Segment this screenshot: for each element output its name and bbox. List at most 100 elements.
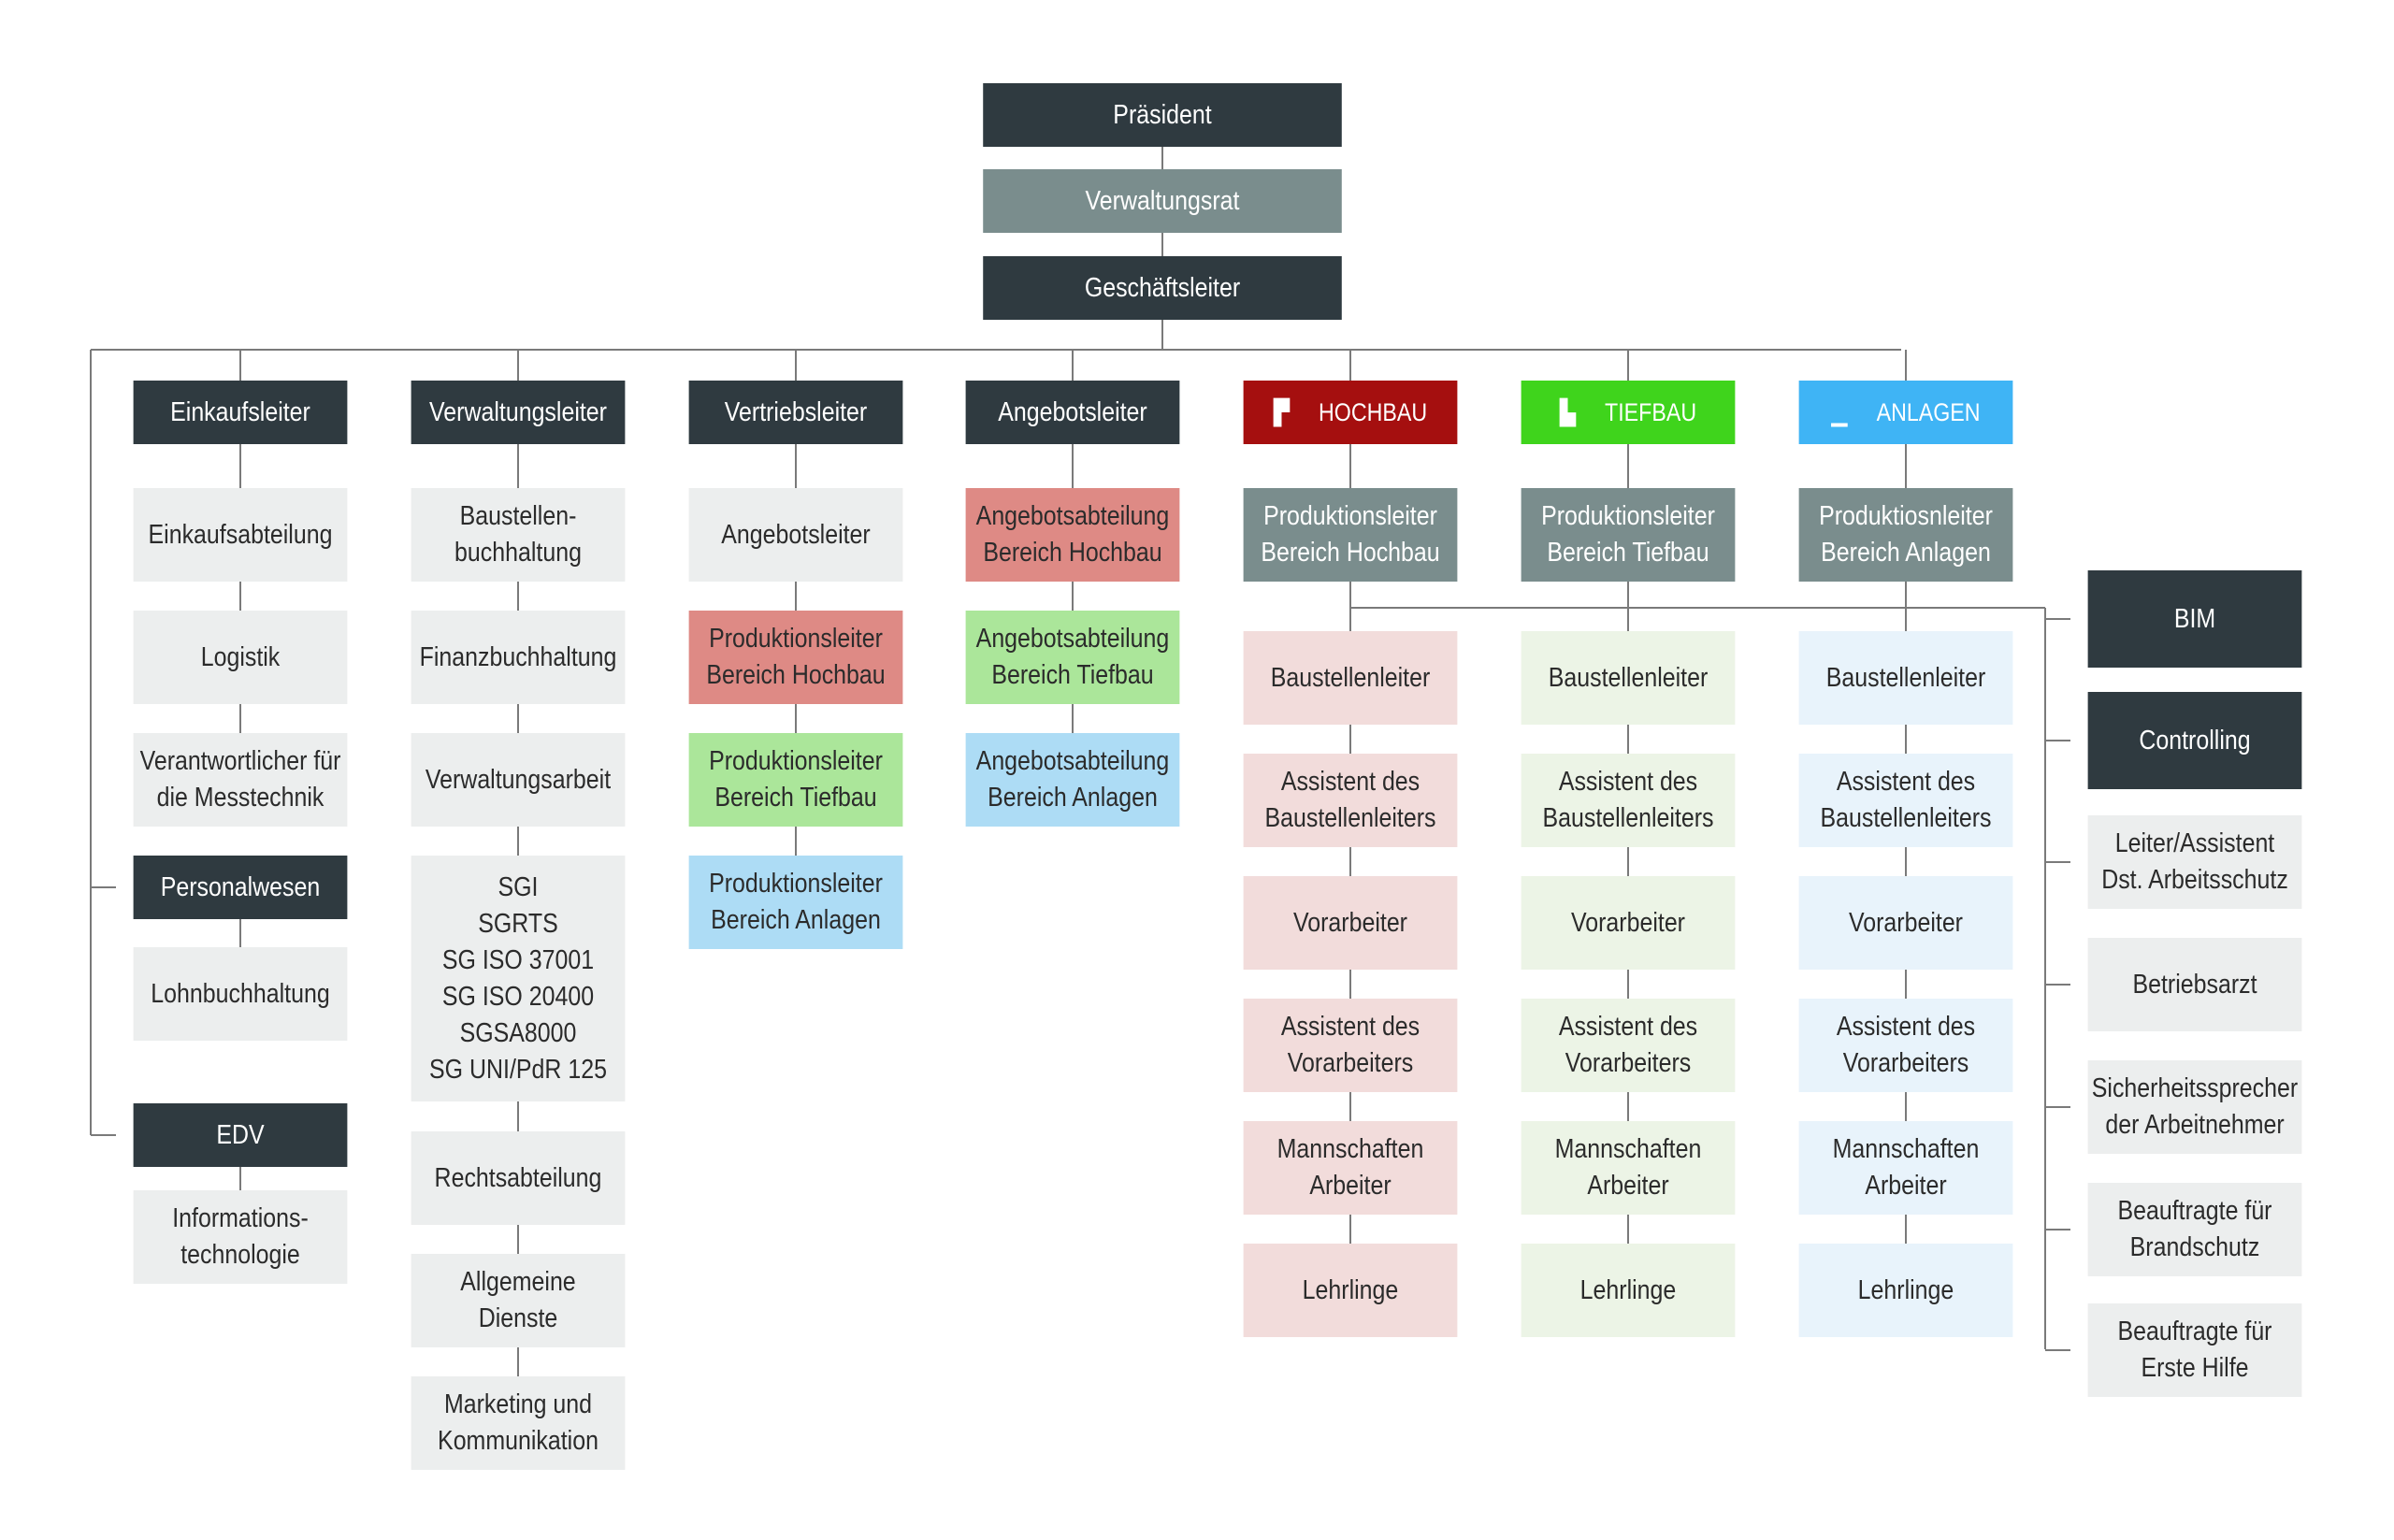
hochbau-baustellenleiter-box: Baustellenleiter bbox=[1243, 631, 1458, 725]
hochbau-baustellenleiter-box-label: Baustellenleiter bbox=[1270, 662, 1431, 693]
tiefbau-header-label: TIEFBAU bbox=[1605, 397, 1697, 426]
angebotsleiter-box-label: Angebotsleiter bbox=[998, 396, 1147, 427]
tiefbau-vorarbeiter-box: Vorarbeiter bbox=[1521, 876, 1736, 970]
verwaltungsarbeit-box-label: Verwaltungsarbeit bbox=[425, 764, 612, 795]
verantwortlicher-fuer-box-label: die Messtechnik bbox=[156, 783, 324, 813]
tiefbau-assistent-des-box-label: Assistent des bbox=[1558, 1012, 1698, 1042]
einkaufsabteilung-box-label: Einkaufsabteilung bbox=[148, 519, 333, 550]
hochbau-vorarbeiter-box-label: Vorarbeiter bbox=[1292, 907, 1407, 938]
hochbau-vorarbeiter-box: Vorarbeiter bbox=[1243, 876, 1458, 970]
anlagen-produktionsleiter-box-label: Bereich Anlagen bbox=[1821, 538, 1991, 568]
vertrieb-item-2-box-label: Produktionsleiter bbox=[709, 746, 883, 776]
anlagen-assistent-des-box-label: Baustellenleiters bbox=[1820, 803, 1992, 833]
anlagen-mannschaften-box-label: Arbeiter bbox=[1865, 1171, 1947, 1201]
vertrieb-item-1-box-label: Bereich Hochbau bbox=[706, 660, 886, 690]
hochbau-lehrlinge-box-label: Lehrlinge bbox=[1302, 1274, 1399, 1305]
tiefbau-baustellenleiter-box: Baustellenleiter bbox=[1521, 631, 1736, 725]
baustellen-box-label: buchhaltung bbox=[454, 538, 582, 568]
tiefbau-assistent-des-box-label: Baustellenleiters bbox=[1542, 803, 1714, 833]
tiefbau-baustellenleiter-box-label: Baustellenleiter bbox=[1548, 662, 1709, 693]
vertrieb-item-3-box-label: Produktionsleiter bbox=[709, 869, 883, 899]
anlagen-header: ▁ ANLAGEN bbox=[1798, 381, 2013, 444]
angebotsabteilung-2-box-label: Angebotsabteilung bbox=[975, 746, 1170, 776]
einkaufsabteilung-box: Einkaufsabteilung bbox=[133, 488, 348, 582]
beauftragte-fuer-box-label: Brandschutz bbox=[2129, 1232, 2260, 1262]
finanzbuchhaltung-box-label: Finanzbuchhaltung bbox=[419, 641, 617, 672]
anlagen-baustellenleiter-box: Baustellenleiter bbox=[1798, 631, 2013, 725]
hochbau-assistent-des-box-label: Vorarbeiters bbox=[1287, 1048, 1414, 1078]
hochbau-icon: ▛ bbox=[1273, 397, 1291, 426]
anlagen-icon: ▁ bbox=[1831, 397, 1848, 426]
leiter-assistent-box-label: Leiter/Assistent bbox=[2114, 828, 2275, 858]
sgi-box-label: SG ISO 37001 bbox=[441, 944, 595, 975]
anlagen-assistent-des-box-label: Assistent des bbox=[1836, 1012, 1976, 1042]
leiter-assistent-box-label: Dst. Arbeitsschutz bbox=[2101, 865, 2288, 895]
tiefbau-produktionsleiter-box-label: Produktionsleiter bbox=[1541, 501, 1715, 531]
vertriebsleiter-box-label: Vertriebsleiter bbox=[724, 396, 868, 427]
sgi-box-label: SG ISO 20400 bbox=[441, 981, 595, 1012]
tiefbau-icon: ▙ bbox=[1559, 397, 1577, 426]
logistik-box: Logistik bbox=[133, 611, 348, 704]
tiefbau-lehrlinge-box-label: Lehrlinge bbox=[1579, 1274, 1677, 1305]
betriebsarzt-box: Betriebsarzt bbox=[2087, 938, 2302, 1031]
baustellen-box: Baustellen-buchhaltung bbox=[411, 488, 626, 582]
tiefbau-vorarbeiter-box-label: Vorarbeiter bbox=[1570, 907, 1685, 938]
vertrieb-item-2-box-label: Bereich Tiefbau bbox=[714, 783, 877, 813]
controlling-box-label: Controlling bbox=[2139, 725, 2251, 756]
einkaufsleiter-box: Einkaufsleiter bbox=[133, 381, 348, 444]
sicherheitssprecher-box-label: Sicherheitssprecher bbox=[2091, 1073, 2299, 1103]
praesident-box: Präsident bbox=[983, 83, 1342, 147]
tiefbau-assistent-des-box-label: Assistent des bbox=[1558, 767, 1698, 797]
betriebsarzt-box-label: Betriebsarzt bbox=[2132, 969, 2257, 1000]
angebotsabteilung-0-box-label: Bereich Hochbau bbox=[983, 538, 1162, 568]
marketing-und-box-label: Kommunikation bbox=[438, 1426, 598, 1456]
hochbau-lehrlinge-box: Lehrlinge bbox=[1243, 1244, 1458, 1337]
angebotsabteilung-1-box-label: Angebotsabteilung bbox=[975, 624, 1170, 654]
hochbau-produktionsleiter-box-label: Produktionsleiter bbox=[1263, 501, 1437, 531]
controlling-box: Controlling bbox=[2087, 692, 2302, 789]
allgemeine-box-label: Allgemeine bbox=[460, 1267, 576, 1297]
sgi-box-label: SGSA8000 bbox=[459, 1017, 577, 1048]
hochbau-assistent-des-box-label: Assistent des bbox=[1280, 767, 1421, 797]
logistik-box-label: Logistik bbox=[200, 641, 281, 672]
sgi-box-label: SG UNI/PdR 125 bbox=[429, 1054, 607, 1085]
hochbau-mannschaften-box-label: Arbeiter bbox=[1309, 1171, 1392, 1201]
edv-box: EDV bbox=[133, 1103, 348, 1167]
hochbau-assistent-des-box-label: Assistent des bbox=[1280, 1012, 1421, 1042]
vertrieb-item-3-box-label: Bereich Anlagen bbox=[711, 905, 881, 935]
finanzbuchhaltung-box: Finanzbuchhaltung bbox=[411, 611, 626, 704]
vertriebsleiter-box: Vertriebsleiter bbox=[688, 381, 903, 444]
bim-box-label: BIM bbox=[2173, 603, 2216, 634]
vertrieb-item-0-box: Angebotsleiter bbox=[688, 488, 903, 582]
anlagen-vorarbeiter-box: Vorarbeiter bbox=[1798, 876, 2013, 970]
anlagen-header-label: ANLAGEN bbox=[1876, 397, 1981, 426]
bim-box: BIM bbox=[2087, 570, 2302, 668]
verwaltungsleiter-box: Verwaltungsleiter bbox=[411, 381, 626, 444]
angebotsleiter-box: Angebotsleiter bbox=[965, 381, 1180, 444]
geschaeftsleiter-box-label: Geschäftsleiter bbox=[1084, 272, 1241, 303]
sgi-box-label: SGRTS bbox=[478, 908, 558, 939]
vertrieb-item-0-box-label: Angebotsleiter bbox=[721, 519, 871, 550]
allgemeine-box-label: Dienste bbox=[478, 1303, 558, 1333]
verwaltungsleiter-box-label: Verwaltungsleiter bbox=[429, 396, 607, 427]
informationstechnologie-box: Informations-technologie bbox=[133, 1190, 348, 1284]
